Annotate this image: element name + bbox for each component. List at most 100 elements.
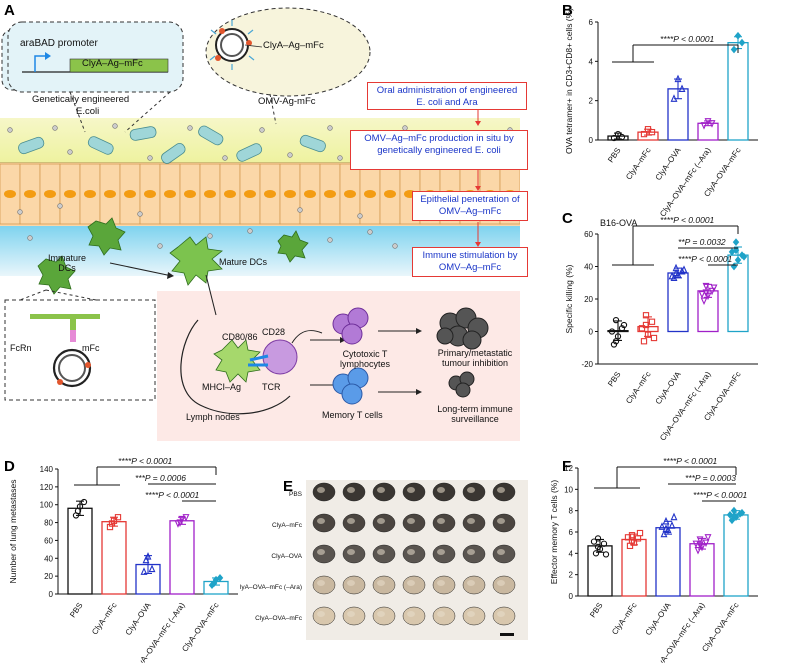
lung-sample: [402, 544, 426, 564]
panel-label-f: F: [562, 458, 572, 475]
category-label: ClyA–mFc: [624, 146, 653, 181]
category-label: ClyA–OVA–mFc: [700, 601, 740, 653]
data-point: [696, 536, 704, 544]
lung-sample: [492, 482, 516, 502]
p-value-label: ****P < 0.0001: [678, 254, 733, 264]
scale-bar: [500, 633, 514, 636]
memory-cells: [332, 367, 369, 405]
data-point: [702, 282, 710, 291]
category-label: PBS: [588, 601, 605, 619]
lung-highlight: [497, 611, 505, 617]
lung-highlight: [377, 611, 385, 617]
data-point: [668, 521, 676, 529]
p-value-label: ****P < 0.0001: [693, 490, 748, 500]
data-point: [178, 515, 186, 524]
lymph-dc: [213, 339, 261, 383]
data-point: [680, 265, 688, 273]
y-tick-label: 0: [589, 136, 594, 145]
data-point: [114, 514, 122, 521]
data-point: [730, 45, 738, 54]
data-point: [148, 564, 156, 573]
category-label: ClyA–mFc: [624, 370, 653, 405]
y-tick-label: 2: [589, 97, 594, 106]
y-tick-label: 10: [564, 485, 573, 494]
lung-sample: [372, 513, 396, 533]
data-point: [642, 312, 650, 319]
data-point: [670, 512, 678, 521]
lung-sample: [402, 482, 426, 502]
genetically-engineered-label: Genetically engineered: [32, 94, 130, 105]
y-tick-label: 12: [564, 464, 573, 473]
y-tick-label: 60: [44, 536, 53, 545]
panel-label-d: D: [4, 458, 15, 475]
bar: [727, 42, 749, 141]
lung-highlight: [497, 580, 505, 586]
lung-highlight: [347, 518, 355, 524]
bar: [67, 507, 93, 595]
p-value-label: ***P = 0.0006: [135, 473, 186, 483]
lung-highlight: [407, 580, 415, 586]
cd80-label: CD80/86: [222, 332, 258, 342]
lung-sample: [492, 544, 516, 564]
lung-highlight: [317, 518, 325, 524]
data-point: [80, 498, 88, 506]
bacteria: [18, 125, 326, 164]
data-point: [618, 133, 626, 141]
lung-sample: [342, 575, 366, 595]
data-point: [608, 328, 616, 335]
data-point: [610, 134, 618, 142]
data-point: [738, 38, 746, 47]
lung-highlight: [317, 487, 325, 493]
promoter-label: araBAD promoter: [20, 38, 98, 49]
fcrn-label: FcRn: [10, 343, 32, 353]
lung-sample: [372, 482, 396, 502]
lung-highlight: [467, 580, 475, 586]
lung-sample: [402, 606, 426, 626]
step-1-box: Oral administration of engineered E. col…: [367, 82, 527, 110]
category-label: PBS: [68, 601, 85, 619]
data-point: [726, 511, 734, 519]
lung-sample: [432, 513, 456, 533]
lung-highlight: [317, 580, 325, 586]
data-point: [176, 519, 184, 527]
lung-sample: [492, 606, 516, 626]
data-point: [692, 540, 700, 549]
category-label: ClyA–OVA: [644, 600, 673, 637]
y-tick-label: 80: [44, 519, 53, 528]
data-point: [662, 516, 670, 525]
lung-highlight: [407, 611, 415, 617]
lung-highlight: [497, 518, 505, 524]
lung-highlight: [437, 549, 445, 555]
lung-sample: [312, 606, 336, 626]
category-label: ClyA–mFc: [610, 601, 639, 636]
y-tick-label: 0: [569, 592, 574, 601]
ecoli-label: E.coli: [76, 106, 100, 117]
step-4-box: Immune stimulation by OMV–Ag–mFc: [412, 247, 528, 277]
vesicles: [7, 123, 513, 249]
lung-sample: [432, 575, 456, 595]
data-point: [74, 507, 82, 515]
category-label: ClyA–OVA: [124, 600, 153, 637]
lung-highlight: [347, 549, 355, 555]
y-tick-label: 20: [44, 572, 53, 581]
mhc-label: MHCI–Ag: [202, 382, 242, 392]
lung-highlight: [377, 518, 385, 524]
lung-sample: [312, 544, 336, 564]
lung-sample: [462, 544, 486, 564]
bar: [655, 527, 681, 597]
data-point: [702, 539, 710, 548]
data-point: [640, 130, 648, 138]
data-point: [700, 122, 708, 130]
data-point: [624, 534, 632, 541]
lung-highlight: [467, 611, 475, 617]
lung-sample: [402, 575, 426, 595]
lung-sample: [312, 575, 336, 595]
data-point: [590, 538, 598, 545]
data-point: [678, 84, 686, 93]
data-point: [700, 297, 708, 306]
lung-sample: [402, 513, 426, 533]
data-point: [628, 537, 636, 544]
y-tick-label: 8: [569, 507, 574, 516]
photo-row-label: ClyA–OVA: [271, 553, 302, 560]
